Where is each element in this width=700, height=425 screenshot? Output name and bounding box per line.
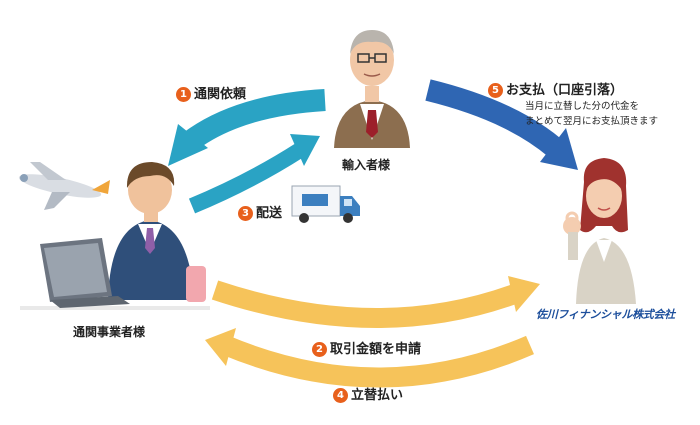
broker-person: [20, 162, 210, 310]
delivery-truck-icon: [291, 185, 360, 223]
arrow-apply-amount: [211, 276, 540, 328]
arrow-advance-payment: [205, 328, 534, 388]
arrow-request-customs: [168, 89, 326, 166]
airplane-icon: [18, 162, 110, 210]
finance-woman: [563, 158, 636, 304]
broker-name: 通関事業者様: [73, 325, 146, 339]
arrow-payment: [425, 79, 578, 170]
finance-company-name: 佐川フィナンシャル株式会社: [536, 308, 675, 321]
importer-name: 輸入者様: [342, 158, 391, 172]
step-5-note: 当月に立替した分の代金を まとめて翌月にお支払頂きます: [525, 101, 659, 127]
arrow-delivery: [188, 134, 320, 214]
importer-person: [334, 30, 410, 148]
